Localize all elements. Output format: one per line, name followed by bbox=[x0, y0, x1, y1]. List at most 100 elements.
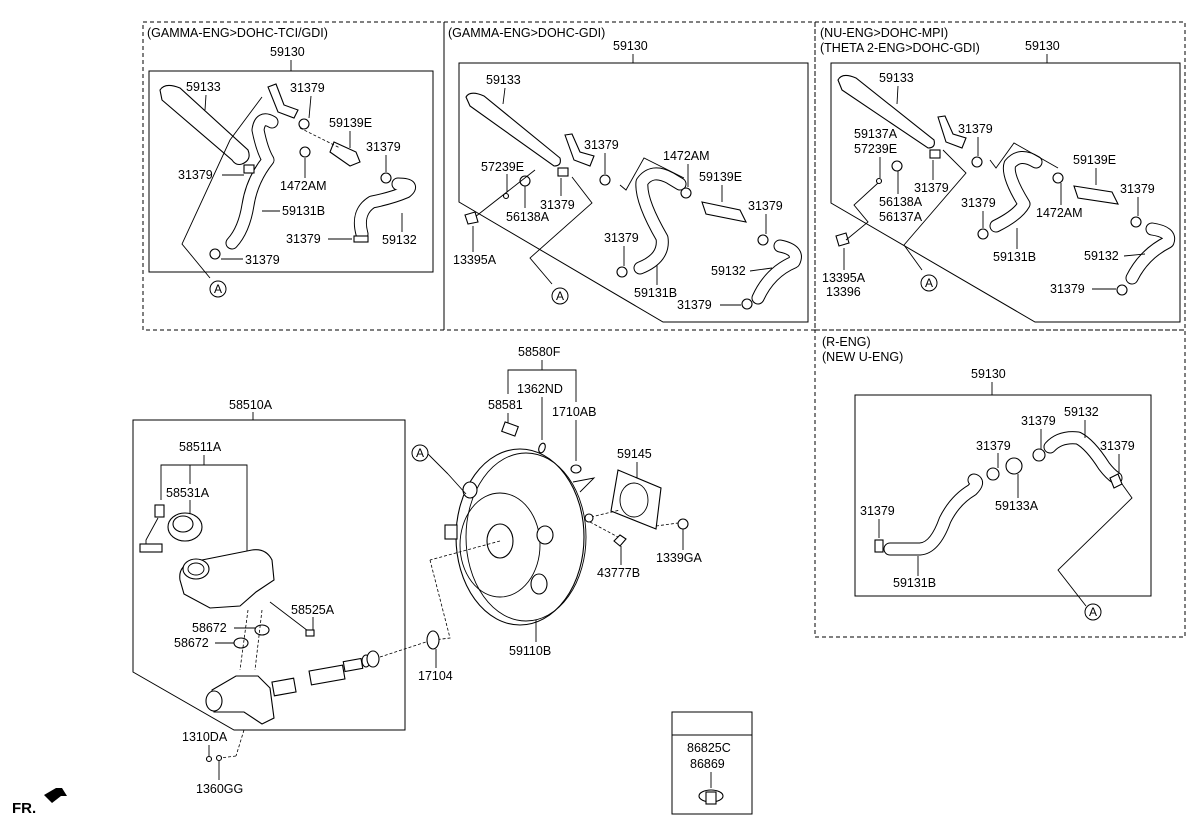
part-label[interactable]: 31379 bbox=[677, 298, 712, 312]
part-label[interactable]: 13396 bbox=[826, 285, 861, 299]
clamp-part[interactable] bbox=[209, 248, 221, 260]
clamp-part[interactable] bbox=[757, 234, 769, 246]
hose-59132-part[interactable] bbox=[1126, 223, 1175, 284]
clamp-part[interactable] bbox=[1116, 284, 1128, 296]
clamp-part[interactable] bbox=[1032, 448, 1046, 462]
bracket-part[interactable] bbox=[564, 133, 595, 167]
part-label[interactable]: 58525A bbox=[291, 603, 335, 617]
part-label[interactable]: 31379 bbox=[286, 232, 321, 246]
assembly-label[interactable]: 59130 bbox=[613, 39, 648, 53]
part-label[interactable]: 59131B bbox=[893, 576, 936, 590]
clamp-part[interactable] bbox=[741, 298, 753, 310]
clamp-part[interactable] bbox=[929, 149, 941, 159]
part-label[interactable]: 31379 bbox=[1100, 439, 1135, 453]
bolt-part[interactable] bbox=[305, 629, 315, 637]
part-label[interactable]: 17104 bbox=[418, 669, 453, 683]
piston-part[interactable] bbox=[308, 664, 346, 686]
part-label[interactable]: 58580F bbox=[518, 345, 561, 359]
o-ring-part[interactable] bbox=[426, 630, 440, 650]
part-label[interactable]: 31379 bbox=[748, 199, 783, 213]
part-label[interactable]: 31379 bbox=[366, 140, 401, 154]
part-label[interactable]: 59133 bbox=[879, 71, 914, 85]
part-label[interactable]: 59132 bbox=[1064, 405, 1099, 419]
clamp-part[interactable] bbox=[977, 228, 989, 240]
clamp-part[interactable] bbox=[243, 164, 255, 174]
part-label[interactable]: 59139E bbox=[699, 170, 742, 184]
part-label[interactable]: 86869 bbox=[690, 757, 725, 771]
clamp-part[interactable] bbox=[353, 235, 369, 243]
part-label[interactable]: 57239E bbox=[854, 142, 897, 156]
ref-marker-a[interactable]: A bbox=[920, 274, 938, 292]
part-label[interactable]: 59131B bbox=[282, 204, 325, 218]
clamp-part[interactable] bbox=[616, 266, 628, 278]
bracket-part[interactable] bbox=[937, 115, 967, 149]
washer-part[interactable] bbox=[570, 464, 582, 474]
part-label[interactable]: 31379 bbox=[1021, 414, 1056, 428]
part-label[interactable]: 31379 bbox=[976, 439, 1011, 453]
part-label[interactable]: 59139E bbox=[329, 116, 372, 130]
gasket-part[interactable] bbox=[610, 469, 662, 530]
assembly-label[interactable]: 59130 bbox=[971, 367, 1006, 381]
part-label[interactable]: 31379 bbox=[961, 196, 996, 210]
part-label[interactable]: 59131B bbox=[993, 250, 1036, 264]
grommet-part[interactable] bbox=[464, 211, 479, 225]
connector-part[interactable] bbox=[444, 524, 458, 540]
part-label[interactable]: 1710AB bbox=[552, 405, 596, 419]
part-label[interactable]: 56138A bbox=[506, 210, 550, 224]
intake-pipe-part[interactable] bbox=[159, 84, 250, 166]
check-valve-part[interactable] bbox=[329, 141, 361, 167]
part-label[interactable]: 58672 bbox=[174, 636, 209, 650]
check-valve-part[interactable] bbox=[701, 201, 747, 223]
grommet-part[interactable] bbox=[233, 637, 249, 649]
clamp-part[interactable] bbox=[971, 156, 983, 168]
part-label[interactable]: 31379 bbox=[290, 81, 325, 95]
part-label[interactable]: 31379 bbox=[958, 122, 993, 136]
nut-part[interactable] bbox=[677, 518, 689, 530]
clamp-part[interactable] bbox=[1130, 216, 1142, 228]
piston-part[interactable] bbox=[271, 677, 297, 697]
part-label[interactable]: 31379 bbox=[604, 231, 639, 245]
part-label[interactable]: 58581 bbox=[488, 398, 523, 412]
part-label[interactable]: 31379 bbox=[914, 181, 949, 195]
assembly-label[interactable]: 59130 bbox=[270, 45, 305, 59]
clamp-part[interactable] bbox=[1052, 172, 1064, 184]
part-label[interactable]: 1310DA bbox=[182, 730, 228, 744]
hose-59132-part[interactable] bbox=[1044, 432, 1122, 484]
part-label[interactable]: 59139E bbox=[1073, 153, 1116, 167]
part-label[interactable]: 1472AM bbox=[663, 149, 710, 163]
grommet-part[interactable] bbox=[254, 624, 270, 636]
part-label[interactable]: 31379 bbox=[860, 504, 895, 518]
brake-booster-part[interactable] bbox=[455, 448, 585, 626]
part-label[interactable]: 59137A bbox=[854, 127, 898, 141]
part-label[interactable]: 1472AM bbox=[280, 179, 327, 193]
part-label[interactable]: 57239E bbox=[481, 160, 524, 174]
hose-59131b-part[interactable] bbox=[990, 152, 1042, 232]
part-label[interactable]: 43777B bbox=[597, 566, 640, 580]
part-label[interactable]: 59110B bbox=[509, 644, 551, 658]
intake-pipe-part[interactable] bbox=[465, 92, 561, 167]
grommet-part[interactable] bbox=[502, 192, 510, 200]
master-cylinder-body-part[interactable] bbox=[211, 675, 275, 725]
part-label[interactable]: 59132 bbox=[382, 233, 417, 247]
part-label[interactable]: 1472AM bbox=[1036, 206, 1083, 220]
bracket-part[interactable] bbox=[267, 83, 299, 119]
clip-part[interactable] bbox=[537, 442, 546, 454]
bolt-part[interactable] bbox=[501, 421, 519, 437]
clamp-part[interactable] bbox=[299, 146, 311, 158]
valve-59133a-part[interactable] bbox=[1005, 457, 1023, 475]
hose-59132-part[interactable] bbox=[354, 178, 416, 240]
part-label[interactable]: 31379 bbox=[540, 198, 575, 212]
part-label[interactable]: 58531A bbox=[166, 486, 210, 500]
part-label[interactable]: 59132 bbox=[711, 264, 746, 278]
grommet-part[interactable] bbox=[891, 160, 903, 172]
nut-part[interactable] bbox=[205, 755, 213, 763]
part-label[interactable]: 13395A bbox=[453, 253, 497, 267]
pin-part[interactable] bbox=[613, 534, 627, 547]
hose-59132-part[interactable] bbox=[752, 240, 801, 304]
part-label[interactable]: 58511A bbox=[179, 440, 222, 454]
part-label[interactable]: 31379 bbox=[584, 138, 619, 152]
clamp-part[interactable] bbox=[874, 539, 884, 553]
part-label[interactable]: 59131B bbox=[634, 286, 677, 300]
clamp-part[interactable] bbox=[380, 172, 392, 184]
intake-pipe-part[interactable] bbox=[837, 74, 935, 149]
